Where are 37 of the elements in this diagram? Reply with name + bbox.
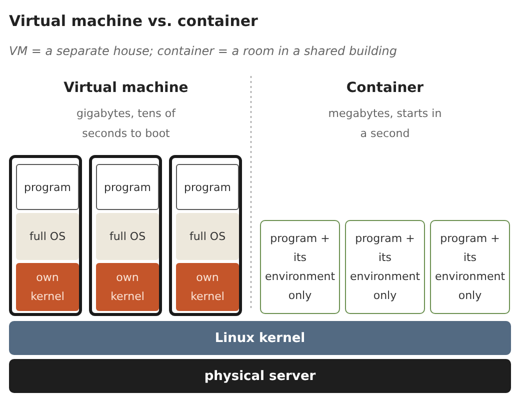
vm-box: [169, 155, 242, 316]
title: Virtual machine vs. container: [9, 12, 258, 30]
section-note: gigabytes, tens of seconds to boot: [76, 107, 176, 140]
vm-box: [9, 155, 82, 316]
container-box: [430, 220, 510, 314]
node-label: own kernel: [110, 270, 146, 305]
node-label: Linux kernel: [214, 330, 306, 348]
subtitle: VM = a separate house; container = a room in a shared building: [9, 44, 398, 58]
os-layer: [176, 213, 239, 260]
kernel-layer: [96, 263, 159, 311]
node-label: full OS: [28, 229, 67, 245]
vm-box: [89, 155, 162, 316]
program-box: [176, 164, 239, 210]
kernel-bar: [9, 321, 511, 355]
container-box: [345, 220, 425, 314]
server-bar: [9, 359, 511, 393]
node-label: full OS: [188, 229, 227, 245]
node-label: program + its environment only: [264, 231, 336, 304]
kernel-layer: [16, 263, 79, 311]
node-label: own kernel: [30, 270, 66, 305]
node-label: program + its environment only: [434, 231, 506, 304]
node-label: program: [103, 180, 152, 196]
node-label: program + its environment only: [348, 231, 422, 304]
section-heading: Virtual machine: [64, 80, 188, 96]
node-label: program: [23, 180, 72, 196]
os-layer: [16, 213, 79, 260]
node-label: own kernel: [190, 270, 226, 305]
node-label: physical server: [203, 368, 317, 386]
program-box: [16, 164, 79, 210]
os-layer: [96, 213, 159, 260]
section-note: megabytes, starts in a second: [328, 107, 442, 140]
node-label: program: [183, 180, 232, 196]
kernel-layer: [176, 263, 239, 311]
container-box: [260, 220, 340, 314]
section-heading: Container: [346, 80, 424, 96]
node-label: full OS: [108, 229, 147, 245]
program-box: [96, 164, 159, 210]
